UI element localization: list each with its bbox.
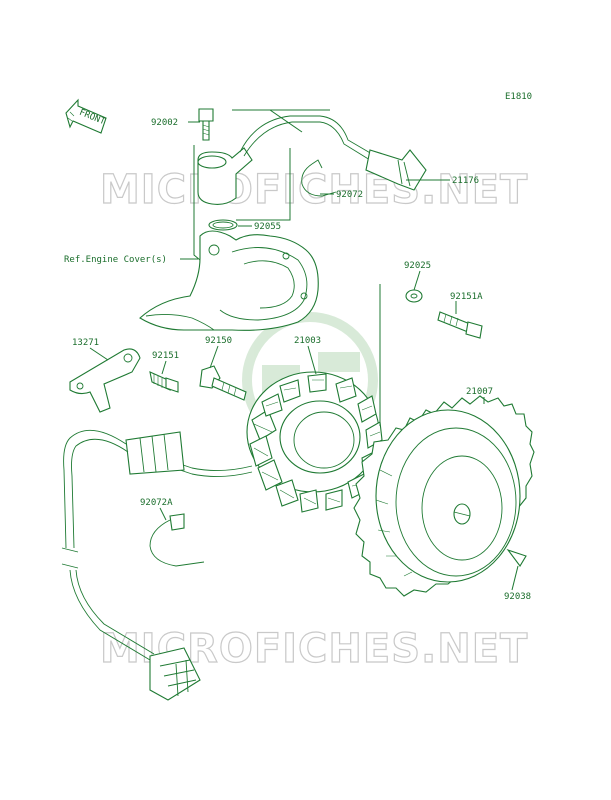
bracket-13271 [69,348,141,413]
label-21007: 21007 [466,387,493,397]
pickup-sensor [197,108,427,231]
bolt-92150 [199,365,247,401]
wiring-harness [61,429,253,701]
label-92151: 92151 [152,351,179,361]
washer-92025 [405,289,423,303]
label-92151A: 92151A [450,292,483,302]
label-92002: 92002 [151,118,178,128]
bolt-92151A [437,311,483,339]
label-92025: 92025 [404,261,431,271]
key-92038 [506,548,527,567]
engine-cover [139,230,319,331]
label-ref-engine-cover: Ref.Engine Cover(s) [64,255,167,265]
label-92150: 92150 [205,336,232,346]
clamp-92072A [149,513,205,567]
label-21003: 21003 [294,336,321,346]
label-92072: 92072 [336,190,363,200]
stator-21003 [246,371,383,513]
label-92055: 92055 [254,222,281,232]
label-92038: 92038 [504,592,531,602]
flywheel-21007 [353,395,535,597]
front-arrow-icon: FRONT [65,98,107,134]
bolt-92151 [149,371,179,393]
diagram-code: E1810 [505,92,532,102]
watermark-top: MICROFICHES.NET [100,167,528,213]
label-21176: 21176 [452,176,479,186]
label-13271: 13271 [72,338,99,348]
label-92072A: 92072A [140,498,173,508]
